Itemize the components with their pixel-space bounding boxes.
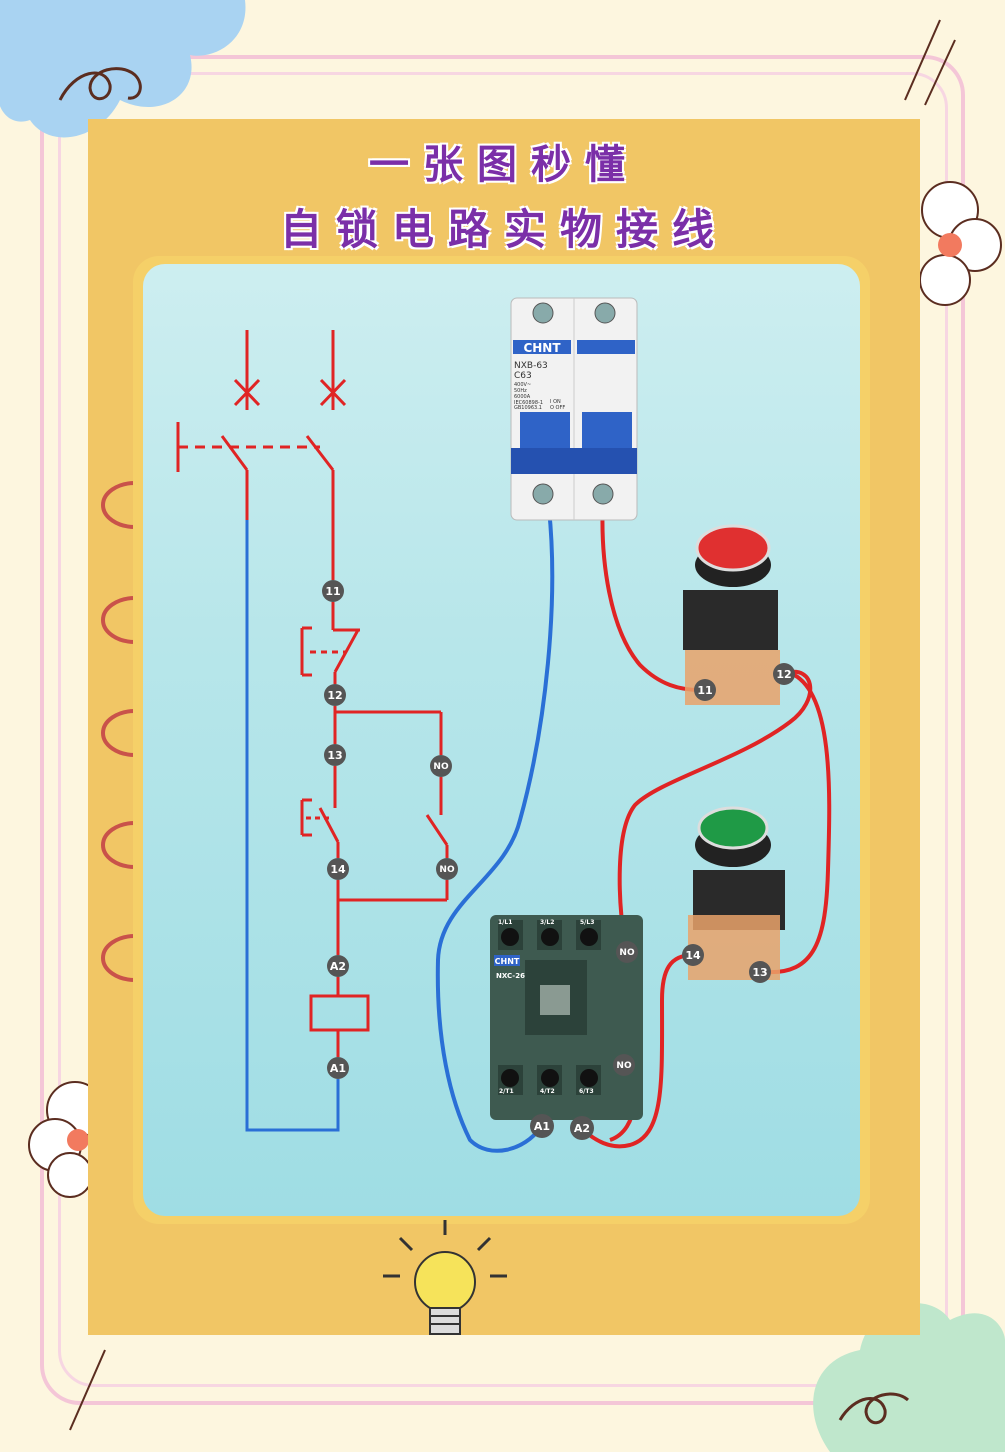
contactor-terminal-a1: A1	[530, 1114, 554, 1138]
schematic-neutral-line	[245, 520, 340, 1132]
svg-text:13: 13	[327, 749, 342, 762]
svg-text:GB10963.1: GB10963.1	[514, 405, 542, 411]
start-button-green: 14 13	[682, 806, 785, 983]
svg-text:1/L1: 1/L1	[498, 919, 512, 926]
terminal-badge-12: 12	[324, 684, 346, 706]
svg-text:NXC-26: NXC-26	[496, 972, 525, 980]
svg-text:3/L2: 3/L2	[540, 919, 554, 926]
schematic-diagram	[176, 330, 449, 1057]
svg-text:NXB-63: NXB-63	[514, 361, 548, 371]
svg-text:A1: A1	[534, 1120, 550, 1133]
terminal-badge-11: 11	[322, 580, 344, 602]
stop-button-terminal-12: 12	[773, 663, 795, 685]
terminal-badge-no-top: NO	[430, 755, 452, 777]
start-button-terminal-14: 14	[682, 944, 704, 966]
svg-text:14: 14	[330, 863, 346, 876]
title-line-1: 一张图秒懂	[369, 141, 639, 188]
circuit-breaker: CHNT NXB-63 C63 400V~ 50Hz 6000A IEC6089…	[510, 297, 638, 521]
flower-decoration-top-right	[919, 181, 1002, 306]
wire-live	[581, 499, 832, 1149]
svg-text:50Hz: 50Hz	[514, 388, 527, 394]
svg-text:NO: NO	[433, 762, 449, 772]
wire-neutral	[435, 499, 555, 1153]
svg-text:I ON: I ON	[550, 399, 561, 405]
terminal-badge-14: 14	[327, 858, 349, 880]
green-cloud-decoration	[813, 1303, 1005, 1452]
svg-text:O OFF: O OFF	[550, 405, 565, 411]
terminal-badge-a2: A2	[327, 955, 349, 977]
start-button-terminal-13: 13	[749, 961, 771, 983]
outer-frame	[40, 55, 965, 1405]
terminal-badge-no-bottom: NO	[436, 858, 458, 880]
svg-text:5/L3: 5/L3	[580, 919, 594, 926]
svg-text:NO: NO	[616, 1061, 632, 1071]
svg-text:11: 11	[325, 585, 340, 598]
lightbulb-icon	[383, 1220, 507, 1335]
curl-line-decoration	[58, 67, 142, 101]
schematic-terminals: 11 12 13 NO 14 NO A2 A1	[322, 580, 458, 1079]
svg-text:14: 14	[685, 949, 701, 962]
svg-text:6/T3: 6/T3	[579, 1088, 594, 1095]
svg-text:12: 12	[776, 668, 791, 681]
terminal-badge-13: 13	[324, 744, 346, 766]
curl-line-decoration-bottom	[838, 1392, 910, 1425]
svg-text:A1: A1	[330, 1062, 346, 1075]
contactor-terminal-a2: A2	[570, 1116, 594, 1140]
title-line-2: 自锁电路实物接线	[279, 205, 728, 254]
svg-text:IEC60898-1: IEC60898-1	[514, 400, 543, 406]
svg-text:13: 13	[752, 966, 767, 979]
svg-text:CHNT: CHNT	[523, 341, 561, 355]
svg-text:4/T2: 4/T2	[540, 1088, 555, 1095]
svg-text:400V~: 400V~	[514, 382, 531, 388]
contactor-terminal-no-bottom: NO	[613, 1054, 635, 1076]
svg-text:12: 12	[327, 689, 342, 702]
svg-text:6000A: 6000A	[514, 394, 531, 400]
contactor-terminal-no-top: NO	[616, 941, 638, 963]
terminal-badge-a1: A1	[327, 1057, 349, 1079]
svg-text:NO: NO	[439, 865, 455, 875]
svg-text:C63: C63	[514, 371, 532, 381]
svg-text:A2: A2	[330, 960, 346, 973]
inner-frame	[58, 72, 948, 1387]
ac-contactor: 1/L1 3/L2 5/L3 CHNT NXC-26 2/T1 4/T2 6/T…	[490, 915, 643, 1140]
svg-text:CHNT: CHNT	[495, 957, 520, 966]
svg-text:11: 11	[697, 684, 712, 697]
svg-text:NO: NO	[619, 948, 635, 958]
stop-button-terminal-11: 11	[694, 679, 716, 701]
svg-text:A2: A2	[574, 1122, 590, 1135]
stop-button-red: 11 12	[683, 524, 795, 705]
svg-text:2/T1: 2/T1	[499, 1088, 514, 1095]
